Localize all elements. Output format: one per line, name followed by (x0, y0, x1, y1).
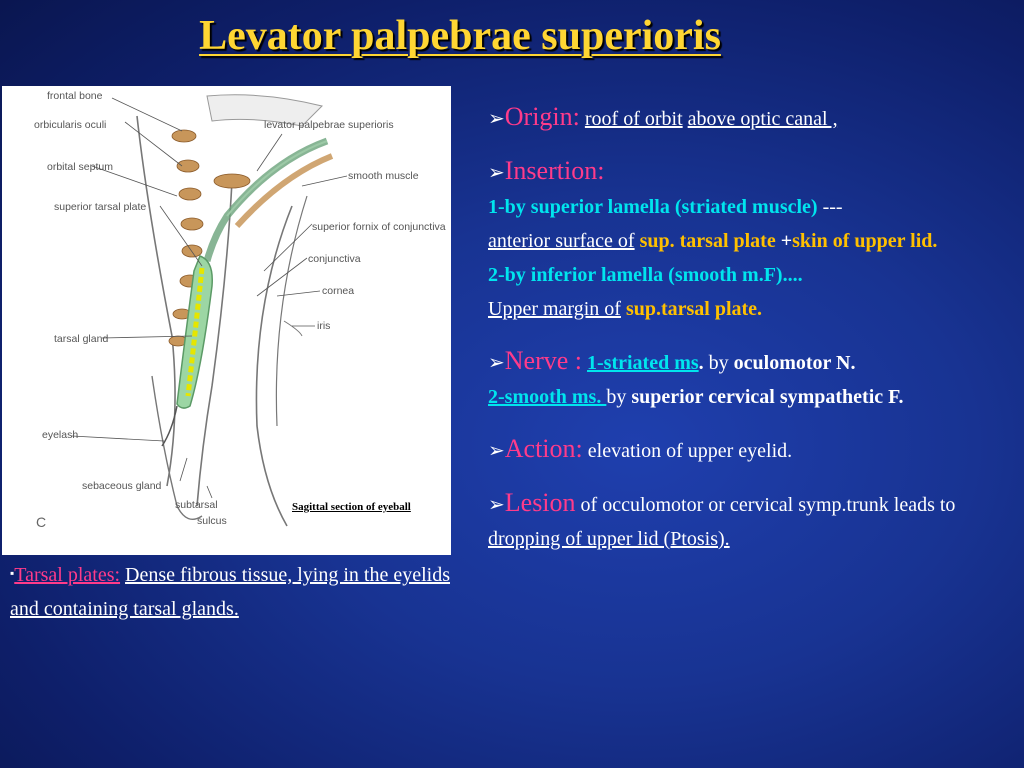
lesion-text: of occulomotor or cervical symp.trunk le… (575, 494, 956, 516)
arrow-bullet-icon: ➢ (488, 352, 505, 374)
tarsal-plates-definition: Dense fibrous tissue, lying in the eyeli… (10, 564, 450, 620)
nerve-striated: 1-striated ms (587, 352, 699, 374)
label-smooth-muscle: smooth muscle (348, 170, 419, 182)
insertion-sup-tarsal-plate: sup. tarsal plate (639, 230, 776, 252)
origin-heading: Origin: (504, 102, 580, 131)
origin-section: ➢Origin: roof of orbit above optic canal… (488, 100, 1020, 136)
label-superior-tarsal-plate: superior tarsal plate (54, 201, 146, 213)
insertion-plus: + (775, 230, 793, 252)
insertion-sup-tarsal-plate-2: sup.tarsal plate. (625, 298, 763, 320)
action-section: ➢Action: elevation of upper eyelid. (488, 432, 1020, 468)
label-conjunctiva: conjunctiva (308, 253, 361, 265)
figure-letter: C (36, 514, 47, 530)
arrow-bullet-icon: ➢ (488, 440, 505, 462)
nerve-by-2: by (606, 386, 632, 408)
label-iris: iris (317, 320, 330, 332)
label-orbital-septum: orbital septum (47, 161, 113, 173)
sagittal-section-figure: frontal bone orbicularis oculi orbital s… (2, 86, 451, 555)
label-frontal-bone: frontal bone (47, 90, 103, 102)
arrow-bullet-icon: ➢ (488, 494, 505, 516)
nerve-by-1: by (703, 352, 734, 374)
label-levator: levator palpebrae superioris (264, 119, 394, 131)
muscle-details: ➢Origin: roof of orbit above optic canal… (488, 100, 1020, 556)
nerve-section: ➢Nerve : 1-striated ms. by oculomotor N.… (488, 344, 1020, 414)
label-sulcus: sulcus (197, 515, 227, 527)
arrow-bullet-icon: ➢ (488, 108, 505, 130)
insertion-heading: Insertion: (504, 156, 605, 185)
square-bullet-icon: ▪ (10, 566, 15, 580)
nerve-dot: . (698, 352, 704, 374)
insertion-section: ➢Insertion: 1-by superior lamella (stria… (488, 154, 1020, 326)
label-tarsal-gland: tarsal gland (54, 333, 108, 345)
action-heading: Action: (504, 434, 583, 463)
lesion-section: ➢Lesion of occulomotor or cervical symp.… (488, 486, 1020, 556)
label-cornea: cornea (322, 285, 354, 297)
action-text: elevation of upper eyelid. (582, 440, 793, 462)
arrow-bullet-icon: ➢ (488, 162, 505, 184)
eyelid-diagram: frontal bone orbicularis oculi orbital s… (34, 90, 446, 527)
figure-caption: Sagittal section of eyeball (292, 501, 411, 513)
label-superior-fornix: superior fornix of conjunctiva (312, 221, 446, 233)
origin-part-1: roof of orbit (584, 108, 683, 130)
insertion-skin-of-upper-lid: skin of upper lid. (792, 230, 938, 252)
slide-title: Levator palpebrae superioris (199, 13, 721, 59)
label-subtarsal: subtarsal (175, 499, 218, 511)
tarsal-plates-term: Tarsal plates: (14, 564, 121, 586)
lesion-ptosis: dropping of upper lid (Ptosis). (488, 528, 730, 550)
nerve-oculomotor: oculomotor N. (733, 352, 856, 374)
label-eyelash: eyelash (42, 429, 78, 441)
insertion-line-1: 1-by superior lamella (striated muscle) (488, 196, 818, 218)
lesion-heading: Lesion (504, 488, 576, 517)
tarsal-plates-note: ▪Tarsal plates: Dense fibrous tissue, ly… (10, 556, 460, 626)
insertion-line-2: 2-by inferior lamella (smooth m.F).... (488, 264, 803, 286)
nerve-smooth: 2-smooth ms. (488, 386, 607, 408)
insertion-dash: --- (817, 196, 843, 218)
label-sebaceous-gland: sebaceous gland (82, 480, 162, 492)
nerve-sympathetic: superior cervical sympathetic F. (631, 386, 904, 408)
insertion-upper-margin: Upper margin of (488, 298, 621, 320)
origin-part-2: above optic canal , (687, 108, 838, 130)
nerve-heading: Nerve : (504, 346, 583, 375)
insertion-anterior-surface: anterior surface of (488, 230, 635, 252)
label-orbicularis-oculi: orbicularis oculi (34, 119, 106, 131)
